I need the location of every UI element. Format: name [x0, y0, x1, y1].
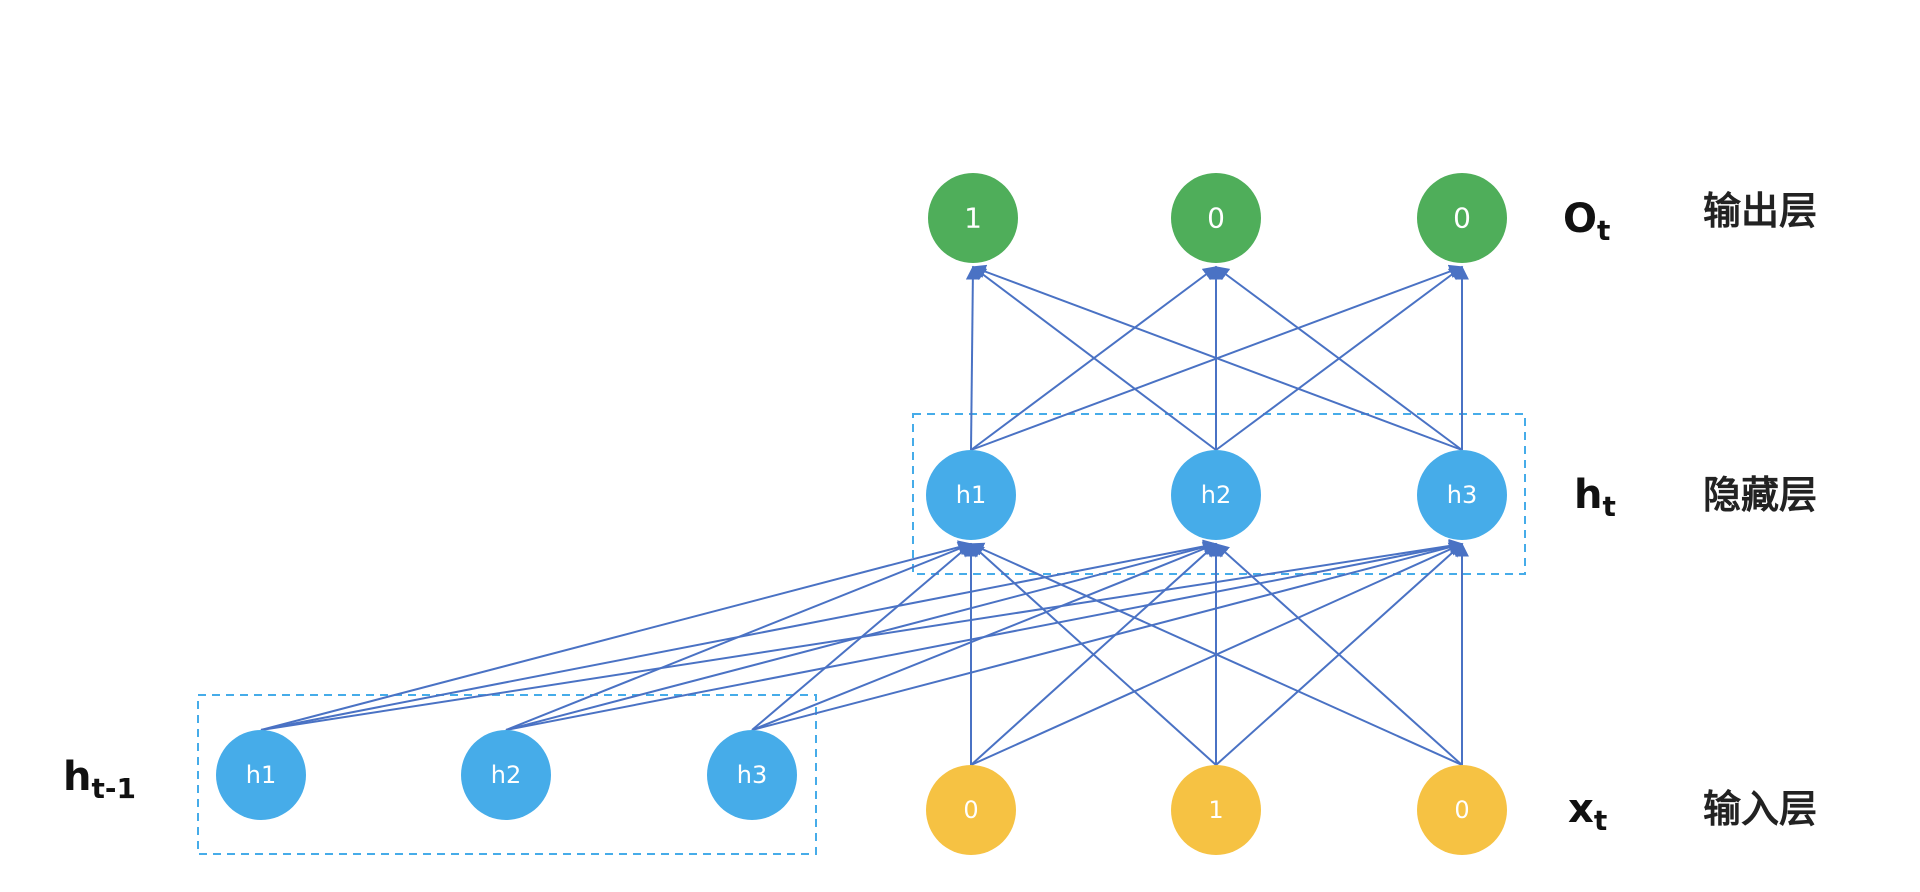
input-node-value: 0: [963, 796, 978, 824]
previous-hidden-node-circle: [707, 730, 797, 820]
hidden-layer-box: [912, 413, 1526, 575]
input-symbol: xt: [1568, 786, 1607, 837]
output-symbol: Ot: [1563, 196, 1610, 247]
output-node-circle: [1171, 173, 1261, 263]
edge-hidden-3-to-output-1: [971, 264, 1463, 451]
edge-hidden-2-to-output-1: [971, 266, 1217, 451]
hidden-node-1: h1: [926, 450, 1016, 540]
output-node-circle: [928, 173, 1018, 263]
output-layer: 1 0 0: [928, 173, 1507, 263]
output-node-circle: [1417, 173, 1507, 263]
output-symbol-main: O: [1563, 196, 1597, 242]
hidden-symbol-subscript: t: [1602, 490, 1615, 523]
input-node-circle: [1417, 765, 1507, 855]
input-node-circle: [1171, 765, 1261, 855]
input-node-value: 1: [1208, 796, 1223, 824]
hidden-node-label: h3: [1447, 481, 1477, 509]
output-symbol-subscript: t: [1597, 214, 1610, 247]
input-layer-name: 输入层: [1703, 787, 1817, 831]
hidden-node-label: h1: [956, 481, 986, 509]
input-symbol-subscript: t: [1594, 804, 1607, 837]
hidden-layer-name: 隐藏层: [1703, 473, 1817, 517]
previous-hidden-node-label: h3: [737, 761, 767, 789]
input-node-value: 0: [1454, 796, 1469, 824]
previous-hidden-node-3: h3: [707, 730, 797, 820]
edge-input-3-to-hidden-2: [1214, 543, 1463, 766]
hidden-symbol-main: h: [1574, 472, 1602, 518]
output-node-value: 0: [1453, 202, 1471, 235]
hidden-symbol: ht: [1574, 472, 1616, 523]
hidden-node-circle: [1171, 450, 1261, 540]
hidden-node-3: h3: [1417, 450, 1507, 540]
edge-hidden-3-to-output-2: [1214, 266, 1463, 451]
previous-hidden-symbol: ht-1: [63, 754, 136, 805]
hidden-node-2: h2: [1171, 450, 1261, 540]
hidden-node-label: h2: [1201, 481, 1231, 509]
input-node-3: 0: [1417, 765, 1507, 855]
edge-previous-hidden-1-to-hidden-1: [260, 540, 973, 731]
input-node-1: 0: [926, 765, 1016, 855]
edge-input-3-to-hidden-1: [969, 542, 1463, 766]
previous-hidden-layer-box: [197, 694, 817, 855]
previous-hidden-symbol-main: h: [63, 754, 91, 800]
input-symbol-main: x: [1568, 786, 1594, 832]
connection-edges: [260, 264, 1469, 766]
edge-input-2-to-hidden-1: [969, 543, 1217, 766]
previous-hidden-symbol-subscript: t-1: [91, 772, 136, 805]
previous-hidden-node-2: h2: [461, 730, 551, 820]
previous-hidden-layer: h1 h2 h3: [216, 730, 797, 820]
output-layer-name: 输出层: [1703, 189, 1817, 233]
previous-hidden-node-label: h1: [246, 761, 276, 789]
output-node-value: 1: [964, 202, 982, 235]
input-layer: 0 1 0: [926, 765, 1507, 855]
previous-hidden-node-circle: [216, 730, 306, 820]
hidden-layer: h1 h2 h3: [926, 450, 1507, 540]
input-node-circle: [926, 765, 1016, 855]
edge-previous-hidden-3-to-hidden-1: [751, 543, 973, 731]
edge-previous-hidden-2-to-hidden-1: [505, 542, 973, 731]
edge-previous-hidden-3-to-hidden-3: [751, 540, 1464, 731]
hidden-node-circle: [926, 450, 1016, 540]
previous-hidden-node-label: h2: [491, 761, 521, 789]
edge-previous-hidden-3-to-hidden-2: [751, 542, 1218, 731]
edge-hidden-1-to-output-1: [965, 265, 980, 451]
hidden-node-circle: [1417, 450, 1507, 540]
output-node-2: 0: [1171, 173, 1261, 263]
input-node-2: 1: [1171, 765, 1261, 855]
output-node-1: 1: [928, 173, 1018, 263]
previous-hidden-node-1: h1: [216, 730, 306, 820]
previous-hidden-node-circle: [461, 730, 551, 820]
output-node-3: 0: [1417, 173, 1507, 263]
output-node-value: 0: [1207, 202, 1225, 235]
